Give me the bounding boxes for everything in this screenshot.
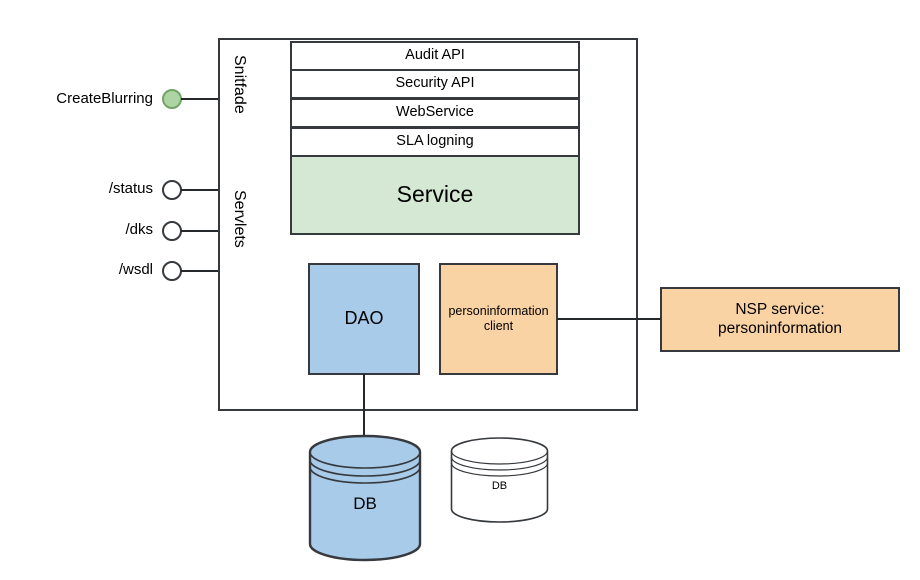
endpoint-label-status: /status xyxy=(108,180,153,197)
endpoint-label-wsdl: /wsdl xyxy=(118,261,153,278)
dao-box[interactable]: DAO xyxy=(308,263,420,375)
nsp-line-2: personinformation xyxy=(717,319,843,337)
nsp-line-1: NSP service: xyxy=(735,301,825,319)
nsp-service-box[interactable]: NSP service: personinformation xyxy=(660,287,900,352)
api-row-audit[interactable]: Audit API xyxy=(290,41,580,71)
connector-wsdl xyxy=(181,270,219,272)
port-createblurring[interactable] xyxy=(162,89,182,109)
endpoint-label-dks: /dks xyxy=(125,221,153,238)
service-container xyxy=(218,38,638,411)
database-secondary[interactable]: DB xyxy=(450,437,549,525)
database-primary-label: DB xyxy=(353,494,377,513)
port-status[interactable] xyxy=(162,180,182,200)
service-box[interactable]: Service xyxy=(290,155,580,235)
port-dks[interactable] xyxy=(162,221,182,241)
client-line-2: client xyxy=(483,319,514,333)
personinformation-client-box[interactable]: personinformation client xyxy=(439,263,558,375)
connector-dao-to-db xyxy=(363,374,365,448)
database-secondary-label: DB xyxy=(491,480,508,492)
connector-dks xyxy=(181,230,219,232)
client-line-1: personinformation xyxy=(448,304,549,319)
connector-createblurring xyxy=(181,98,219,100)
lane-label-servlets: Servlets xyxy=(231,190,248,248)
endpoint-label-createblurring: CreateBlurring xyxy=(56,90,153,107)
api-row-sla-logning[interactable]: SLA logning xyxy=(290,127,580,157)
lane-label-snitfade: Snitfade xyxy=(231,55,248,114)
connector-status xyxy=(181,189,219,191)
database-primary[interactable]: DB xyxy=(308,434,422,562)
port-wsdl[interactable] xyxy=(162,261,182,281)
api-row-webservice[interactable]: WebService xyxy=(290,98,580,128)
connector-client-to-nsp xyxy=(557,318,661,320)
api-row-security[interactable]: Security API xyxy=(290,69,580,99)
